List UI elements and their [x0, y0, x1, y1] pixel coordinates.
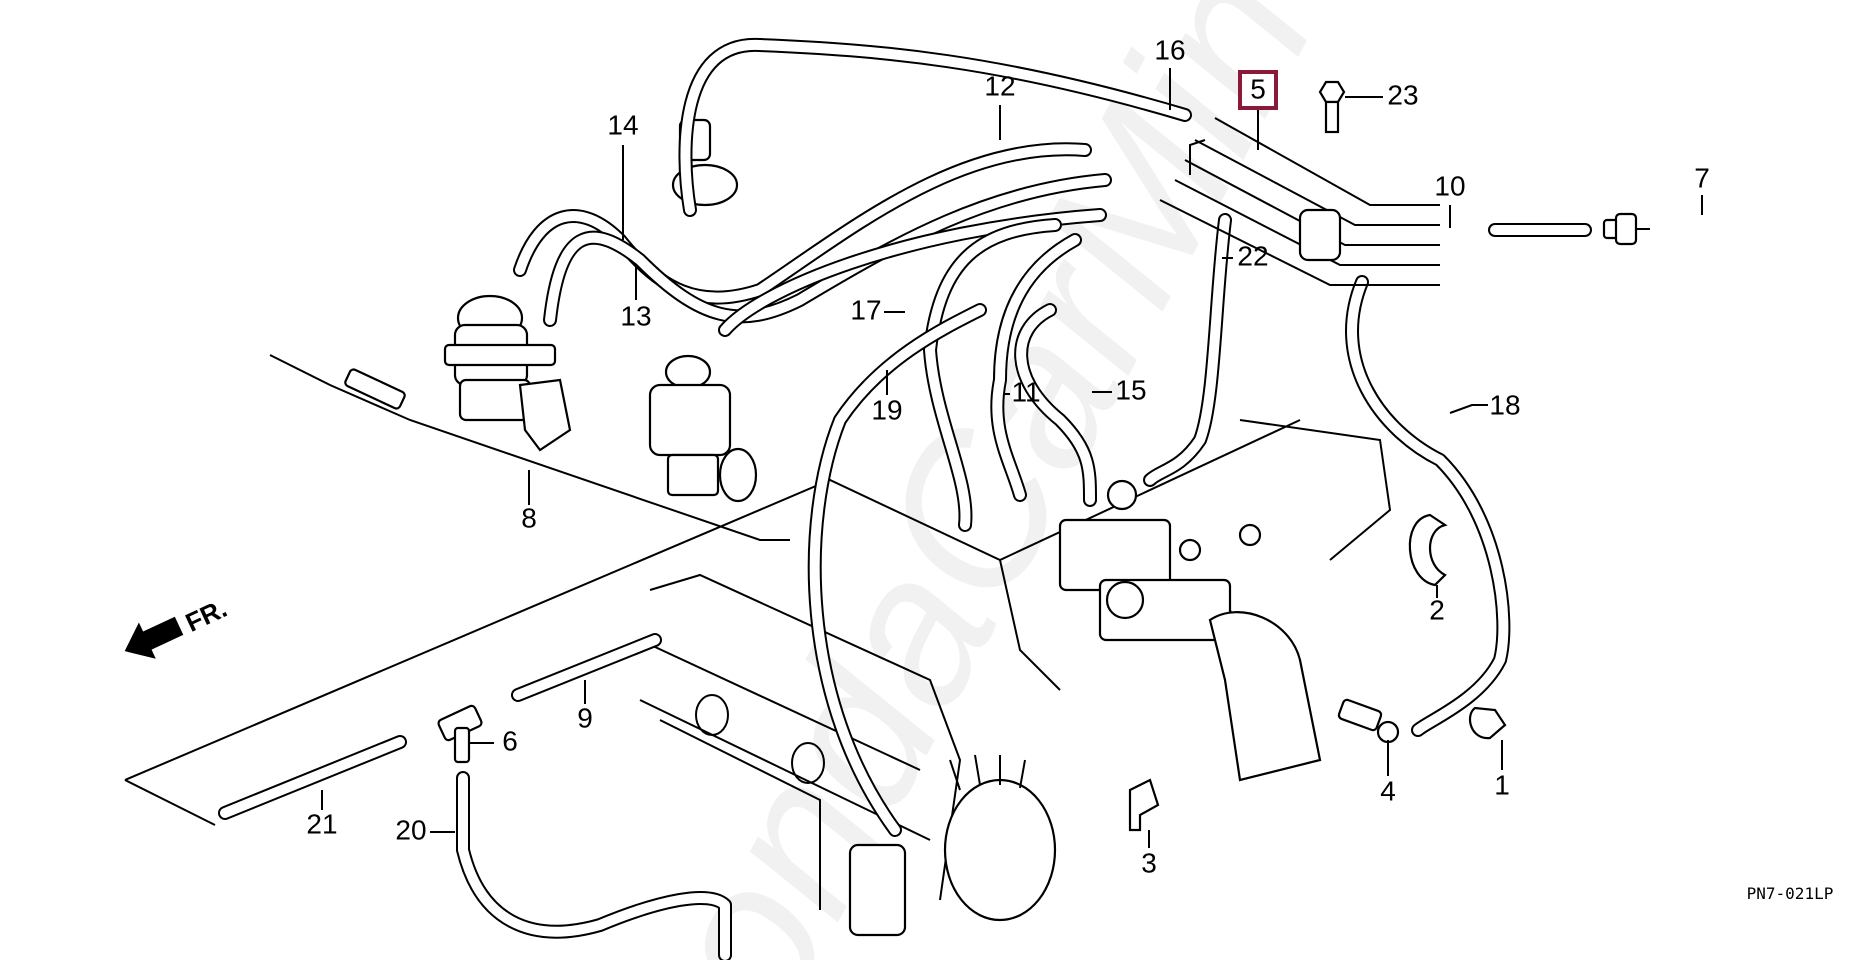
clamp-3 — [1128, 778, 1160, 832]
callout-11[interactable]: 11 — [1011, 376, 1040, 407]
control-valve-left — [443, 294, 572, 452]
callout-18[interactable]: 18 — [1489, 389, 1520, 420]
clamp-2 — [1408, 513, 1448, 587]
callout-21[interactable]: 21 — [306, 808, 337, 839]
egr-valve — [648, 354, 758, 503]
tube-harness — [1159, 117, 1440, 286]
callout-20[interactable]: 20 — [395, 814, 426, 845]
callout-13[interactable]: 13 — [620, 300, 651, 331]
callout-labels: 16 5 23 12 14 13 10 7 22 17 19 11 15 18 … — [306, 34, 1709, 878]
callout-3[interactable]: 3 — [1141, 847, 1157, 878]
callout-22[interactable]: 22 — [1237, 240, 1268, 271]
callout-23[interactable]: 23 — [1387, 79, 1418, 110]
callout-16[interactable]: 16 — [1154, 34, 1185, 65]
check-valve-7 — [1602, 212, 1650, 246]
front-direction-indicator: FR. — [124, 593, 232, 659]
callout-8[interactable]: 8 — [521, 502, 537, 533]
callout-4[interactable]: 4 — [1380, 775, 1396, 806]
diagram-code: PN7-021LP — [1747, 884, 1834, 903]
callout-7[interactable]: 7 — [1694, 162, 1710, 193]
callout-14[interactable]: 14 — [607, 109, 638, 140]
callout-17[interactable]: 17 — [850, 294, 881, 325]
callout-15[interactable]: 15 — [1115, 374, 1146, 405]
callout-10[interactable]: 10 — [1434, 170, 1465, 201]
throttle-cable — [269, 354, 790, 541]
front-arrow-icon — [124, 616, 184, 659]
callout-12[interactable]: 12 — [984, 70, 1015, 101]
distributor — [848, 754, 1057, 937]
svg-text:FR.: FR. — [181, 593, 232, 638]
callout-9[interactable]: 9 — [577, 702, 593, 733]
callout-1[interactable]: 1 — [1494, 769, 1510, 800]
throttle-body — [1058, 479, 1322, 782]
bolt-23 — [1318, 80, 1346, 134]
highlight-box-part-5[interactable] — [1238, 70, 1278, 110]
callout-6[interactable]: 6 — [502, 725, 518, 756]
callout-5[interactable]: 5 — [1250, 73, 1266, 104]
hoses — [218, 37, 1592, 960]
clamp-1 — [1468, 706, 1507, 740]
sensor-4 — [1337, 698, 1400, 744]
callout-19[interactable]: 19 — [871, 394, 902, 425]
t-fitting — [437, 704, 483, 764]
callout-2[interactable]: 2 — [1429, 594, 1445, 625]
leader-lines — [321, 68, 1703, 848]
